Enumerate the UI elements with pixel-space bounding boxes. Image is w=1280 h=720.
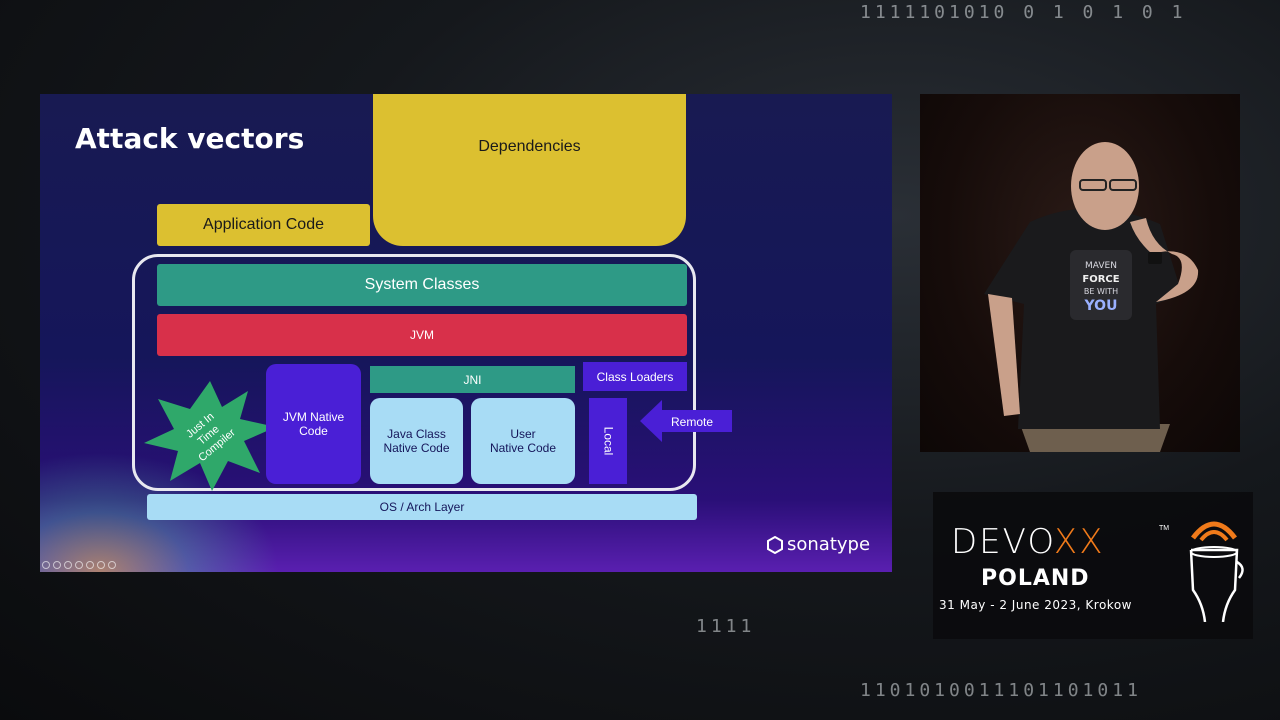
jvm-native-code-block: JVM Native Code	[266, 364, 361, 484]
svg-text:YOU: YOU	[1084, 298, 1118, 314]
jvm-label: JVM	[410, 328, 434, 342]
toolbar-pen-icon[interactable]	[53, 561, 61, 569]
system-classes-label: System Classes	[364, 276, 480, 293]
toolbar-zoom-icon[interactable]	[64, 561, 72, 569]
hexagon-icon	[767, 535, 783, 554]
system-classes-block: System Classes	[157, 264, 687, 306]
jvm-native-code-label: JVM Native Code	[283, 410, 344, 438]
java-class-native-code-label: Java Class Native Code	[383, 427, 449, 455]
svg-text:FORCE: FORCE	[1082, 274, 1119, 285]
application-code-block: Application Code	[157, 204, 370, 246]
devoxx-suffix: XX	[1053, 522, 1105, 562]
os-arch-layer-label: OS / Arch Layer	[379, 500, 465, 514]
toolbar-slides-icon[interactable]	[75, 561, 83, 569]
devoxx-logo-text: DEVOXX	[951, 522, 1105, 562]
presentation-slide: Attack vectors Dependencies Application …	[40, 94, 892, 572]
toolbar-prev-icon[interactable]	[42, 561, 50, 569]
jvm-container-outline	[132, 254, 696, 491]
java-class-native-code-block: Java Class Native Code	[370, 398, 463, 484]
class-loaders-block: Class Loaders	[583, 362, 687, 391]
class-loaders-label: Class Loaders	[596, 369, 674, 384]
trademark-mark: TM	[1159, 525, 1170, 532]
devoxx-poland-badge: DEVOXX TM POLAND 31 May - 2 June 2023, K…	[933, 492, 1253, 639]
sonatype-brand-text: sonatype	[787, 534, 871, 555]
devoxx-prefix: DEVO	[951, 522, 1054, 562]
jni-label: JNI	[463, 372, 482, 387]
jvm-block: JVM	[157, 314, 687, 356]
java-class-native-line-1: Java Class	[387, 427, 446, 441]
remote-arrow: Remote	[640, 400, 732, 442]
user-native-line-1: User	[510, 427, 536, 441]
slide-title: Attack vectors	[75, 122, 305, 155]
os-arch-layer-block: OS / Arch Layer	[147, 494, 697, 520]
svg-text:BE WITH: BE WITH	[1084, 287, 1118, 296]
toolbar-video-icon[interactable]	[86, 561, 94, 569]
toolbar-more-icon[interactable]	[97, 561, 105, 569]
dependencies-block: Dependencies	[373, 94, 686, 246]
toolbar-next-icon[interactable]	[108, 561, 116, 569]
user-native-line-2: Native Code	[489, 441, 557, 455]
jvm-native-line-1: JVM Native	[282, 410, 345, 424]
speaker-video: MAVEN FORCE BE WITH YOU	[920, 94, 1240, 452]
devoxx-mascot-icon	[1189, 521, 1244, 622]
slide-toolbar	[40, 561, 116, 571]
user-native-code-label: User Native Code	[490, 427, 556, 455]
remote-label: Remote	[671, 415, 713, 429]
jit-compiler-star: Just In Time Compiler	[144, 381, 276, 491]
local-block: Local	[589, 398, 627, 484]
devoxx-edition: POLAND	[981, 566, 1090, 591]
background-binary-digits: 1111101010 0 1 0 1 0 1	[860, 2, 1187, 23]
devoxx-dates: 31 May - 2 June 2023, Krokow	[939, 598, 1132, 612]
background-binary-digits: 1101010011101101011	[860, 680, 1142, 701]
application-code-label: Application Code	[203, 216, 324, 233]
sonatype-logo: sonatype	[767, 534, 870, 555]
dependencies-label: Dependencies	[478, 138, 581, 155]
jvm-native-line-2: Code	[299, 424, 328, 438]
user-native-code-block: User Native Code	[471, 398, 575, 484]
speaker-silhouette: MAVEN FORCE BE WITH YOU	[984, 142, 1199, 452]
local-label: Local	[601, 426, 615, 456]
background-binary-digits: 1111	[696, 616, 756, 637]
svg-text:MAVEN: MAVEN	[1085, 261, 1117, 271]
java-class-native-line-2: Native Code	[383, 441, 450, 455]
jni-block: JNI	[370, 366, 575, 393]
